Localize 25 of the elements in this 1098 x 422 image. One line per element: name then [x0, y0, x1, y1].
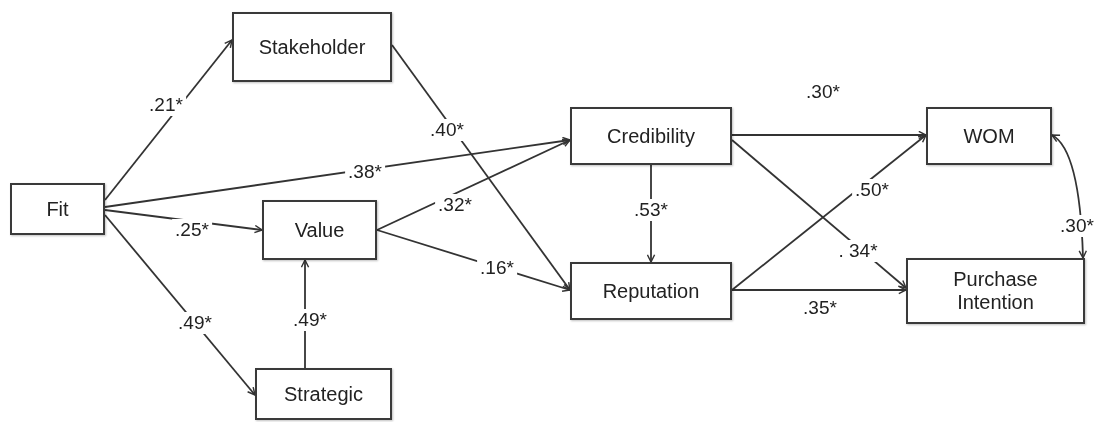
variable-name: Stakeholder — [257, 35, 367, 59]
arrow — [731, 130, 927, 140]
variable-name: Reputation — [601, 279, 701, 303]
arrow — [376, 139, 571, 231]
variable-name: Purchase Intention — [952, 268, 1039, 314]
arrow — [391, 44, 571, 291]
path-coefficient: .35* — [802, 297, 838, 319]
variable-box — [570, 107, 732, 165]
variable-name: Credibility — [606, 124, 696, 148]
variable-box — [262, 200, 377, 260]
path-coefficient: .30* — [805, 81, 841, 103]
arrow — [104, 136, 571, 208]
variable-box — [570, 262, 732, 320]
variable-box — [255, 368, 392, 420]
variable-name: Value — [293, 218, 346, 242]
variable-name: WOM — [962, 124, 1016, 148]
variable-name: Strategic — [283, 382, 364, 406]
arrow — [104, 39, 233, 201]
variable-box — [232, 12, 392, 82]
arrow — [731, 285, 907, 295]
variable-name: Fit — [45, 197, 70, 221]
arrow — [104, 214, 256, 396]
variable-box — [906, 258, 1085, 324]
variable-box — [926, 107, 1052, 165]
variable-box — [10, 183, 105, 235]
